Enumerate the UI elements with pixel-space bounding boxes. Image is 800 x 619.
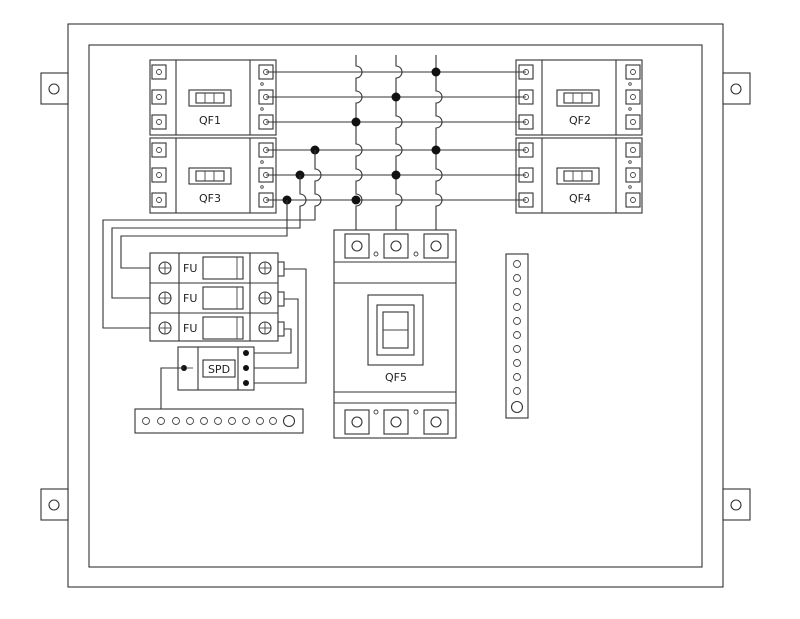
fuse-spd-wiring (246, 268, 307, 384)
fuse-fu-3: FU (158, 316, 272, 340)
fuse-feed-wiring (102, 145, 322, 329)
junction-dot (351, 195, 361, 205)
qf3-label: QF3 (199, 192, 221, 205)
qf4-label: QF4 (569, 192, 591, 205)
qf1-label: QF1 (199, 114, 221, 127)
junction-dot (391, 92, 401, 102)
qf2-label: QF2 (569, 114, 591, 127)
qf5-label: QF5 (385, 371, 407, 384)
junction-dot (351, 117, 361, 127)
fuse-block: FU FU FU (149, 252, 285, 342)
surge-protector-spd: SPD (177, 346, 255, 391)
mounting-lug-bottom-right (722, 488, 751, 521)
mounting-lug-bottom-left (40, 488, 69, 521)
junction-dot (431, 67, 441, 77)
fuse-fu-1: FU (158, 256, 272, 280)
junction-dot (431, 145, 441, 155)
breaker-qf2: QF2 (515, 59, 643, 136)
fu-label: FU (183, 262, 197, 275)
breaker-qf1: QF1 (149, 59, 277, 136)
junction-dot (391, 170, 401, 180)
fu-label: FU (183, 322, 197, 335)
mounting-lug-top-left (40, 72, 69, 105)
branch-wiring (266, 55, 526, 242)
mounting-lug-top-right (722, 72, 751, 105)
terminal-bar-vertical (505, 253, 529, 419)
fu-label: FU (183, 292, 197, 305)
breaker-qf4: QF4 (515, 137, 643, 214)
fuse-fu-2: FU (158, 286, 272, 310)
terminal-bar-horizontal (134, 408, 304, 434)
spd-ground-wire (160, 367, 184, 421)
spd-label: SPD (208, 363, 230, 376)
main-breaker-qf5: QF5 (333, 229, 457, 439)
breaker-qf3: QF3 (149, 137, 277, 214)
